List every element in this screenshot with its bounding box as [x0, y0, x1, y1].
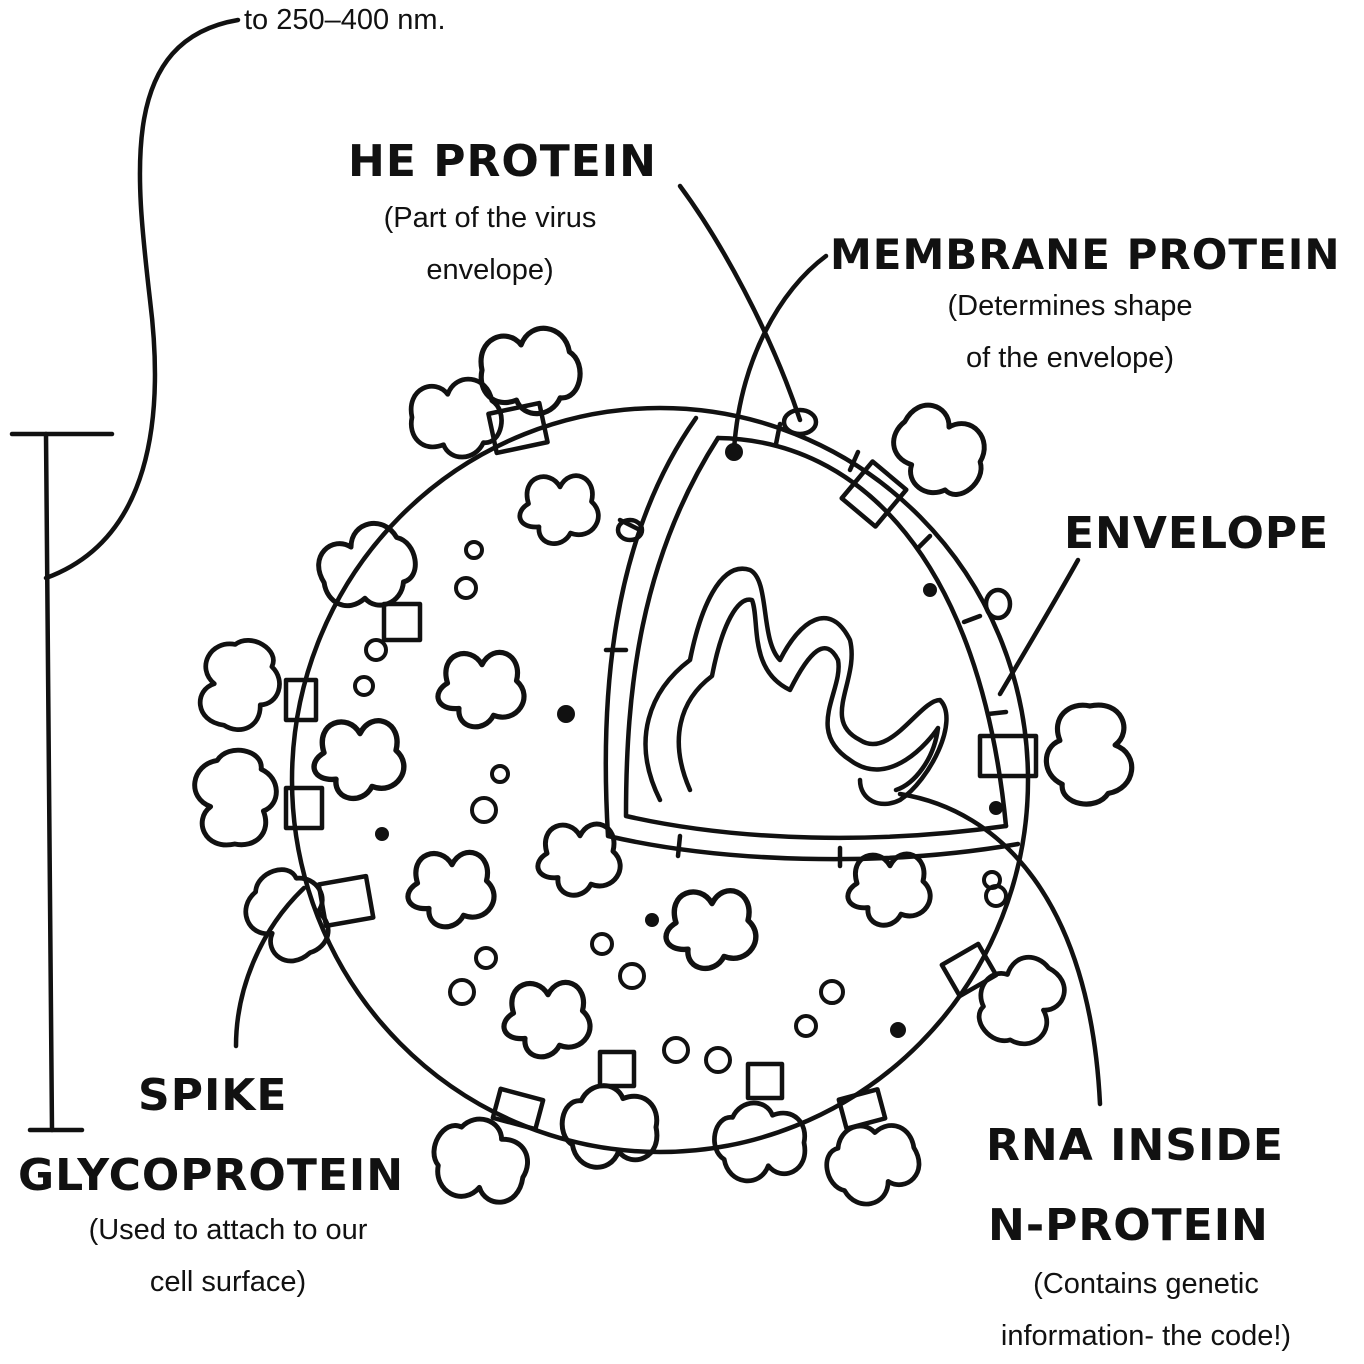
surface-rings — [355, 542, 1006, 1072]
rna-note-line2: information- the code!) — [956, 1310, 1336, 1362]
he-protein-note-line2: envelope) — [340, 244, 640, 296]
scale-note: to 250–400 nm. — [244, 4, 446, 37]
spike-glycoprotein-heads — [188, 328, 1132, 1215]
membrane-protein-note-line1: (Determines shape — [910, 280, 1230, 332]
membrane-protein-note-line2: of the envelope) — [910, 332, 1230, 384]
rna-title-line1: RNA INSIDE — [986, 1120, 1284, 1171]
he-protein-note: (Part of the virus envelope) — [340, 192, 640, 296]
rna-strand-outer — [646, 569, 947, 804]
rna-strand-inner — [679, 600, 938, 790]
spike-title-line1: SPIKE — [138, 1070, 287, 1121]
envelope-title: ENVELOPE — [1064, 508, 1329, 559]
rna-note-line1: (Contains genetic — [956, 1258, 1336, 1310]
spike-note-line2: cell surface) — [50, 1256, 406, 1308]
rna-leader — [900, 794, 1100, 1104]
rna-title-line2: N-PROTEIN — [988, 1200, 1269, 1251]
spike-title-line2: GLYCOPROTEIN — [18, 1150, 404, 1201]
he-protein-title: HE PROTEIN — [348, 136, 657, 187]
virus-body-outline — [292, 408, 1028, 1152]
envelope-cutaway-outer — [606, 418, 1018, 859]
rna-note: (Contains genetic information- the code!… — [956, 1258, 1336, 1362]
envelope-leader — [1000, 560, 1078, 694]
scale-bracket-line — [46, 20, 238, 578]
scale-bar — [12, 434, 112, 1130]
he-protein-note-line1: (Part of the virus — [340, 192, 640, 244]
spike-note: (Used to attach to our cell surface) — [50, 1204, 406, 1308]
membrane-protein-note: (Determines shape of the envelope) — [910, 280, 1230, 384]
spike-note-line1: (Used to attach to our — [50, 1204, 406, 1256]
membrane-protein-title: MEMBRANE PROTEIN — [830, 230, 1341, 279]
